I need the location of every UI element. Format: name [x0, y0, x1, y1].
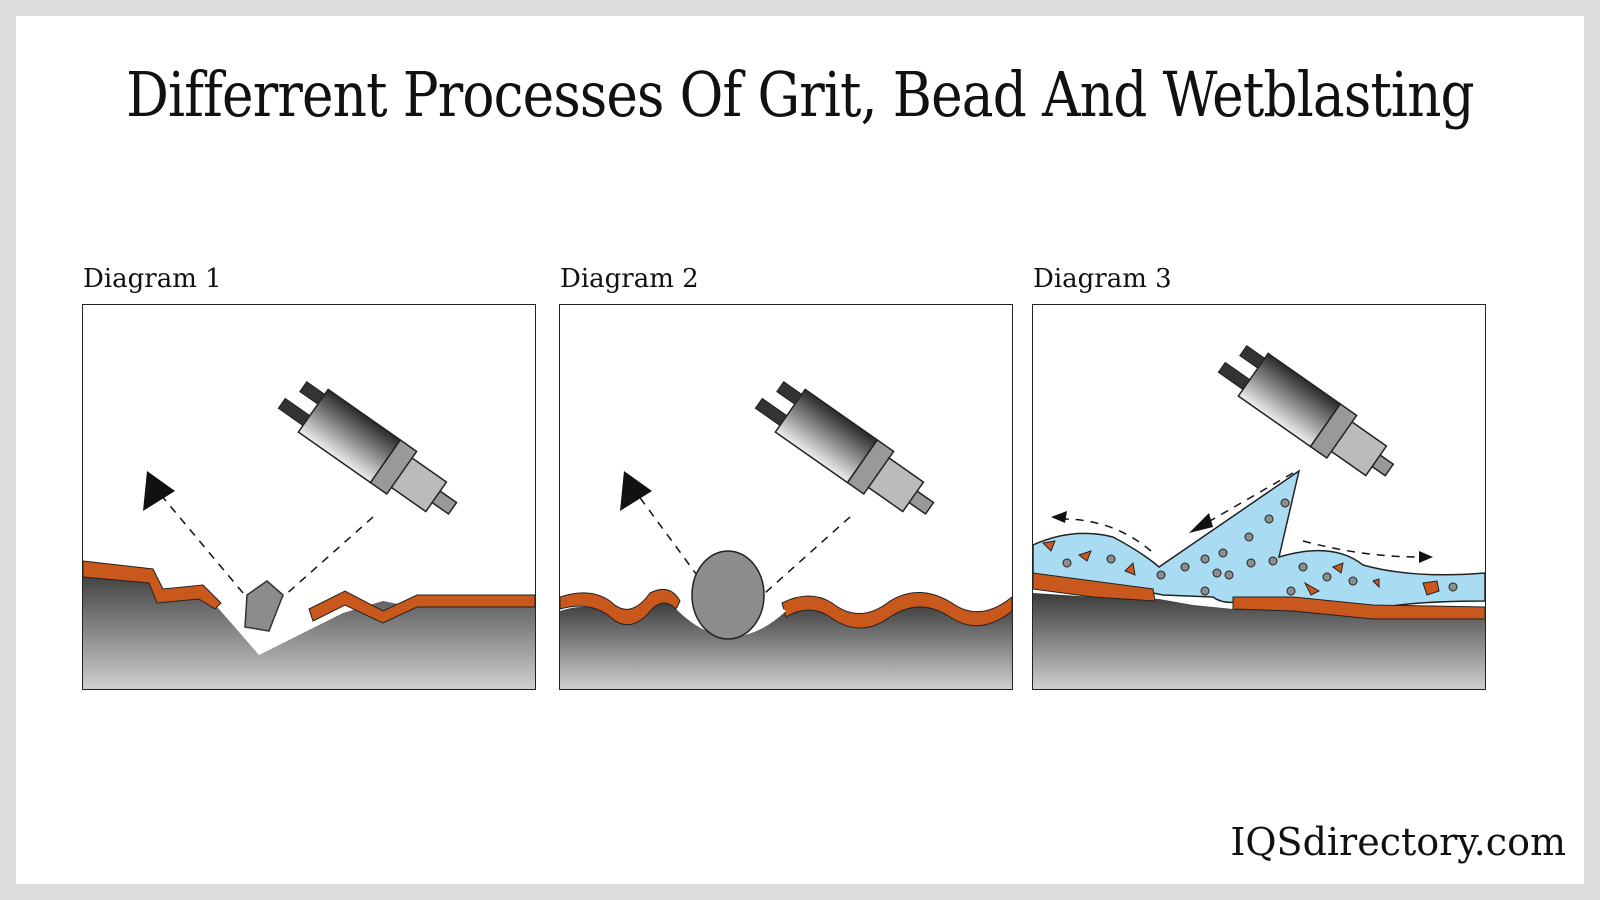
coating-chips — [1041, 540, 1440, 596]
blast-nozzle-icon — [1217, 345, 1395, 477]
grit-particle — [244, 580, 284, 632]
rebound-path — [160, 494, 244, 594]
bead-blasting-diagram — [560, 381, 1012, 689]
arrow-icon — [143, 471, 175, 511]
substrate — [560, 601, 1012, 689]
diagram-1-panel — [82, 304, 536, 690]
coating-layer — [1232, 596, 1485, 620]
arrow-icon — [1419, 551, 1433, 563]
diagram-1-label: Diagram 1 — [83, 264, 222, 294]
diagram-2-panel — [559, 304, 1013, 690]
bead-particle — [691, 550, 765, 640]
grit-blasting-diagram — [83, 381, 535, 689]
arrow-icon — [620, 471, 652, 511]
wetblasting-diagram — [1033, 345, 1485, 689]
arrow-icon — [1051, 511, 1067, 523]
blast-nozzle-icon — [754, 381, 935, 516]
incoming-path — [1202, 472, 1294, 526]
diagram-3-label: Diagram 3 — [1033, 264, 1172, 294]
coating-layer — [308, 590, 535, 624]
brand-watermark: IQSdirectory.com — [1230, 820, 1566, 864]
coating-layer — [83, 560, 222, 610]
page-title: Differrent Processes Of Grit, Bead And W… — [126, 58, 1475, 131]
arrow-icon — [1189, 513, 1213, 533]
incoming-path — [282, 516, 374, 598]
outflow-path-left — [1062, 518, 1152, 552]
diagram-2-label: Diagram 2 — [560, 264, 699, 294]
blast-nozzle-icon — [277, 381, 458, 516]
water-slurry — [1033, 469, 1485, 610]
coating-layer — [1033, 572, 1156, 602]
diagram-3-panel — [1032, 304, 1486, 690]
impact-crater — [221, 605, 309, 653]
outflow-path-right — [1302, 540, 1420, 558]
abrasive-particles — [1062, 498, 1458, 596]
coating-layer — [781, 592, 1012, 629]
incoming-path — [755, 516, 851, 602]
impact-crater — [676, 605, 786, 637]
infographic-canvas: Differrent Processes Of Grit, Bead And W… — [16, 16, 1584, 884]
